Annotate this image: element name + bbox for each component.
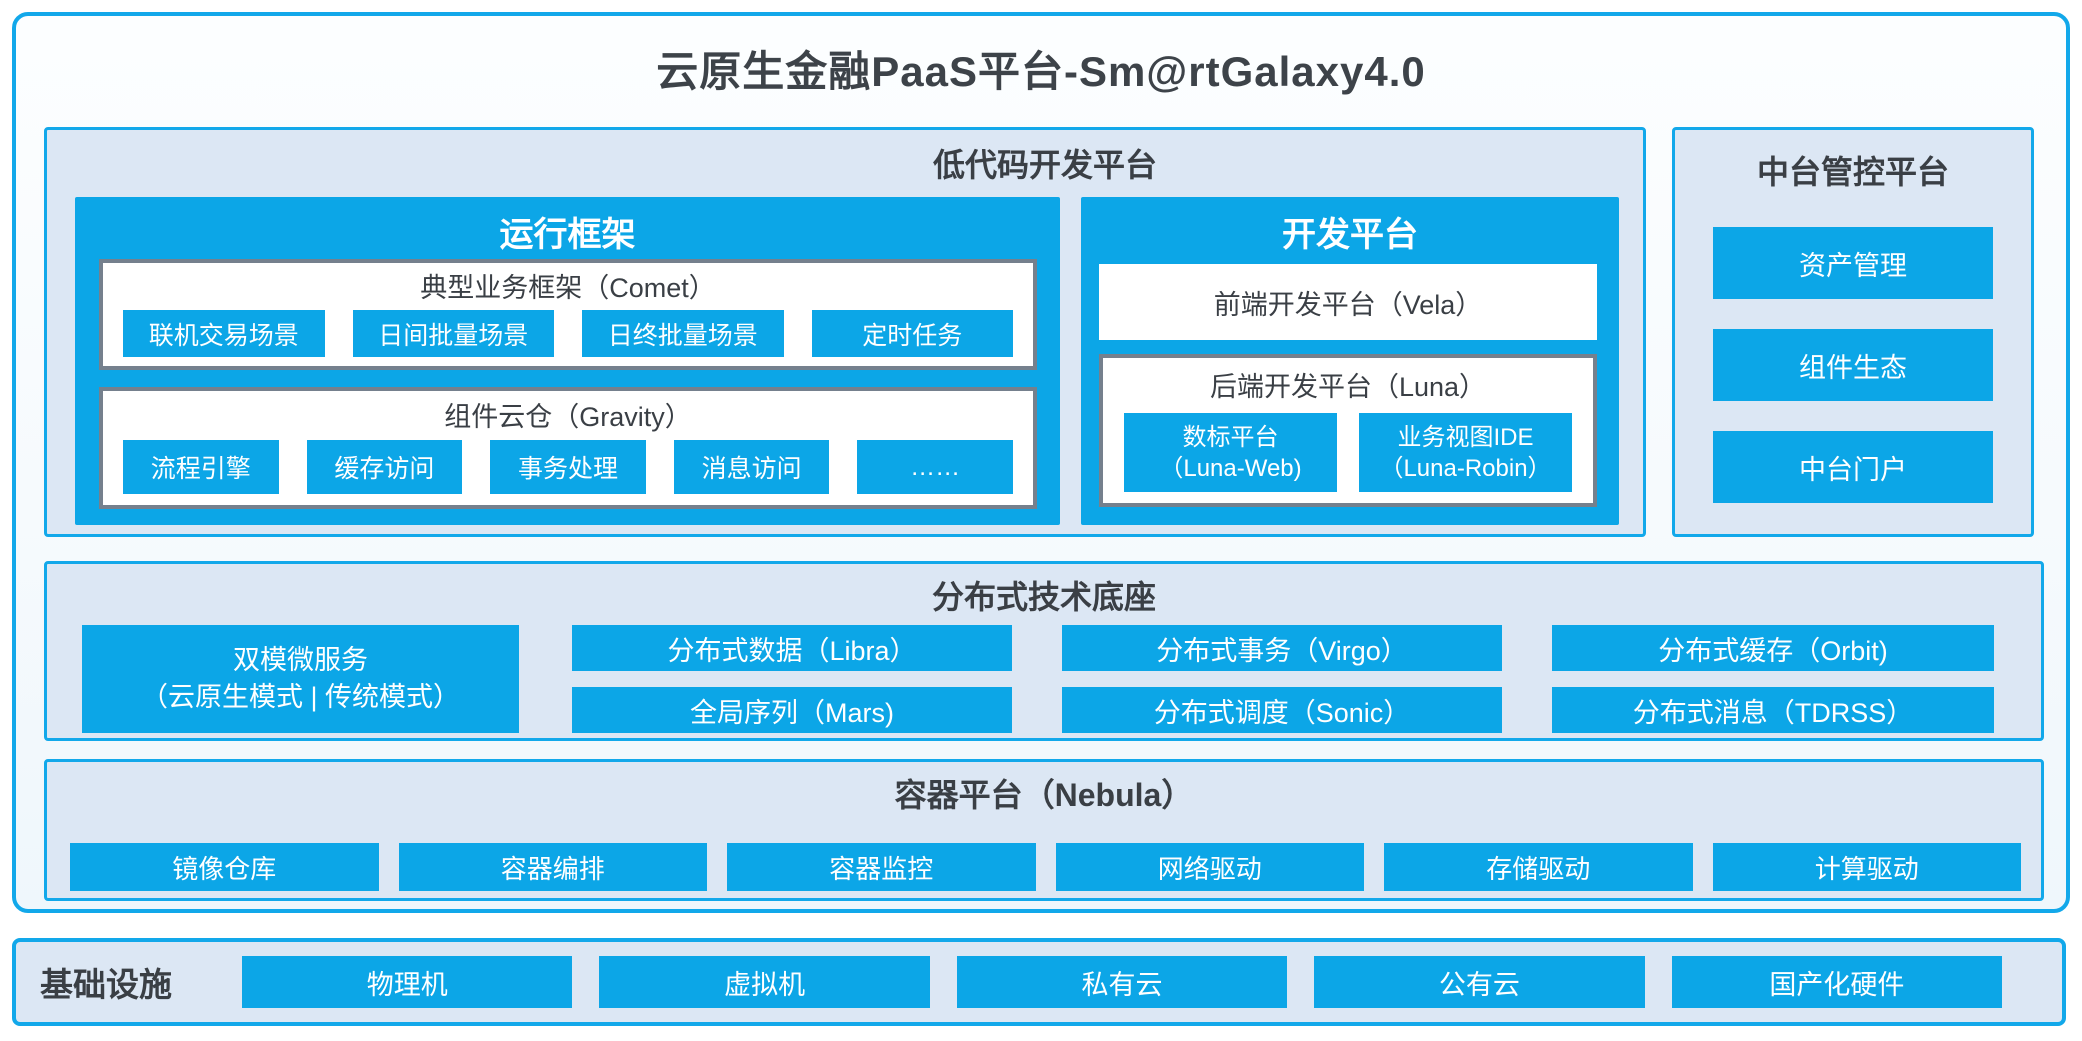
distributed-col-3: 分布式事务（Virgo） 分布式调度（Sonic） bbox=[1062, 625, 1502, 733]
comet-chip-3: 日终批量场景 bbox=[582, 310, 784, 357]
comet-chip-4: 定时任务 bbox=[811, 310, 1013, 357]
chip-network-driver: 网络驱动 bbox=[1055, 843, 1364, 891]
chip-container-monitoring: 容器监控 bbox=[727, 843, 1036, 891]
luna-robin-chip: 业务视图IDE （Luna-Robin） bbox=[1359, 413, 1572, 492]
container-platform-chips: 镜像仓库 容器编排 容器监控 网络驱动 存储驱动 计算驱动 bbox=[70, 843, 2021, 891]
chip-distributed-cache: 分布式缓存（Orbit) bbox=[1552, 625, 1994, 671]
chip-private-cloud: 私有云 bbox=[956, 956, 1288, 1008]
gravity-chip-5: …… bbox=[857, 440, 1013, 494]
dual-mode-line1: 双模微服务 bbox=[233, 645, 368, 675]
chip-public-cloud: 公有云 bbox=[1314, 956, 1645, 1008]
luna-robin-line1: 业务视图IDE bbox=[1397, 423, 1534, 451]
luna-robin-line2: （Luna-Robin） bbox=[1379, 454, 1552, 482]
platform-diagram-frame: 云原生金融PaaS平台-Sm@rtGalaxy4.0 低代码开发平台 运行框架 … bbox=[12, 12, 2070, 913]
section-infrastructure: 基础设施 物理机 虚拟机 私有云 公有云 国产化硬件 bbox=[12, 938, 2066, 1026]
distributed-col-4: 分布式缓存（Orbit) 分布式消息（TDRSS） bbox=[1552, 625, 1994, 733]
panel-runtime-framework: 运行框架 典型业务框架（Comet） 联机交易场景 日间批量场景 日终批量场景 … bbox=[75, 197, 1060, 525]
chip-virtual-machine: 虚拟机 bbox=[599, 956, 930, 1008]
gravity-chip-2: 缓存访问 bbox=[306, 440, 463, 494]
infrastructure-title: 基础设施 bbox=[40, 966, 172, 1003]
dev-platform-title: 开发平台 bbox=[1282, 216, 1418, 254]
mid-chip-asset-mgmt: 资产管理 bbox=[1713, 227, 1993, 299]
box-luna: 后端开发平台（Luna） 数标平台 （Luna-Web) 业务视图IDE （Lu… bbox=[1099, 354, 1597, 507]
chip-container-orchestration: 容器编排 bbox=[398, 843, 707, 891]
vela-label: 前端开发平台（Vela） bbox=[1213, 289, 1483, 320]
chip-global-sequence: 全局序列（Mars) bbox=[572, 687, 1012, 733]
chip-image-registry: 镜像仓库 bbox=[70, 843, 379, 891]
page-title: 云原生金融PaaS平台-Sm@rtGalaxy4.0 bbox=[656, 48, 1426, 95]
container-platform-title: 容器平台（Nebula） bbox=[894, 777, 1194, 813]
panel-dev-platform: 开发平台 前端开发平台（Vela） 后端开发平台（Luna） 数标平台 （Lun… bbox=[1081, 197, 1619, 525]
comet-title: 典型业务框架（Comet） bbox=[420, 273, 716, 303]
luna-chips-row: 数标平台 （Luna-Web) 业务视图IDE （Luna-Robin） bbox=[1124, 413, 1572, 492]
gravity-title: 组件云仓（Gravity） bbox=[444, 402, 692, 432]
gravity-chip-1: 流程引擎 bbox=[123, 440, 279, 494]
chip-distributed-message: 分布式消息（TDRSS） bbox=[1552, 687, 1994, 733]
gravity-chips-row: 流程引擎 缓存访问 事务处理 消息访问 …… bbox=[123, 440, 1013, 494]
distributed-base-title: 分布式技术底座 bbox=[931, 579, 1156, 615]
luna-web-line2: （Luna-Web) bbox=[1159, 454, 1302, 482]
luna-title: 后端开发平台（Luna） bbox=[1209, 372, 1487, 402]
chip-domestic-hardware: 国产化硬件 bbox=[1671, 956, 2003, 1008]
box-vela: 前端开发平台（Vela） bbox=[1099, 264, 1597, 340]
chip-distributed-transaction: 分布式事务（Virgo） bbox=[1062, 625, 1502, 671]
section-container-platform: 容器平台（Nebula） 镜像仓库 容器编排 容器监控 网络驱动 存储驱动 计算… bbox=[44, 759, 2044, 901]
chip-distributed-scheduling: 分布式调度（Sonic） bbox=[1062, 687, 1502, 733]
mid-chip-component-eco: 组件生态 bbox=[1713, 329, 1993, 401]
runtime-framework-title: 运行框架 bbox=[499, 216, 636, 254]
infrastructure-chips: 物理机 虚拟机 私有云 公有云 国产化硬件 bbox=[242, 956, 2003, 1008]
gravity-chip-3: 事务处理 bbox=[490, 440, 646, 494]
luna-web-chip: 数标平台 （Luna-Web) bbox=[1124, 413, 1337, 492]
dual-mode-microservice-chip: 双模微服务 （云原生模式 | 传统模式） bbox=[82, 625, 519, 733]
chip-compute-driver: 计算驱动 bbox=[1712, 843, 2021, 891]
chip-storage-driver: 存储驱动 bbox=[1384, 843, 1693, 891]
chip-physical-machine: 物理机 bbox=[242, 956, 573, 1008]
chip-distributed-data: 分布式数据（Libra） bbox=[572, 625, 1012, 671]
gravity-chip-4: 消息访问 bbox=[673, 440, 830, 494]
section-distributed-base: 分布式技术底座 双模微服务 （云原生模式 | 传统模式） 分布式数据（Libra… bbox=[44, 561, 2044, 741]
dual-mode-line2: （云原生模式 | 传统模式） bbox=[140, 682, 461, 712]
low-code-platform-title: 低代码开发平台 bbox=[932, 147, 1157, 183]
mid-chip-portal: 中台门户 bbox=[1713, 431, 1993, 503]
comet-chip-2: 日间批量场景 bbox=[352, 310, 554, 357]
luna-web-line1: 数标平台 bbox=[1182, 423, 1279, 451]
section-mid-platform: 中台管控平台 资产管理 组件生态 中台门户 bbox=[1672, 127, 2034, 537]
comet-chip-1: 联机交易场景 bbox=[123, 310, 325, 357]
box-gravity-warehouse: 组件云仓（Gravity） 流程引擎 缓存访问 事务处理 消息访问 …… bbox=[99, 387, 1037, 509]
comet-chips-row: 联机交易场景 日间批量场景 日终批量场景 定时任务 bbox=[123, 310, 1013, 357]
mid-platform-chips: 资产管理 组件生态 中台门户 bbox=[1713, 227, 1993, 503]
distributed-col-2: 分布式数据（Libra） 全局序列（Mars) bbox=[572, 625, 1012, 733]
section-low-code-platform: 低代码开发平台 运行框架 典型业务框架（Comet） 联机交易场景 日间批量场景… bbox=[44, 127, 1646, 537]
box-comet-framework: 典型业务框架（Comet） 联机交易场景 日间批量场景 日终批量场景 定时任务 bbox=[99, 259, 1037, 370]
mid-platform-title: 中台管控平台 bbox=[1756, 154, 1949, 190]
distributed-col-1: 双模微服务 （云原生模式 | 传统模式） bbox=[82, 625, 519, 733]
